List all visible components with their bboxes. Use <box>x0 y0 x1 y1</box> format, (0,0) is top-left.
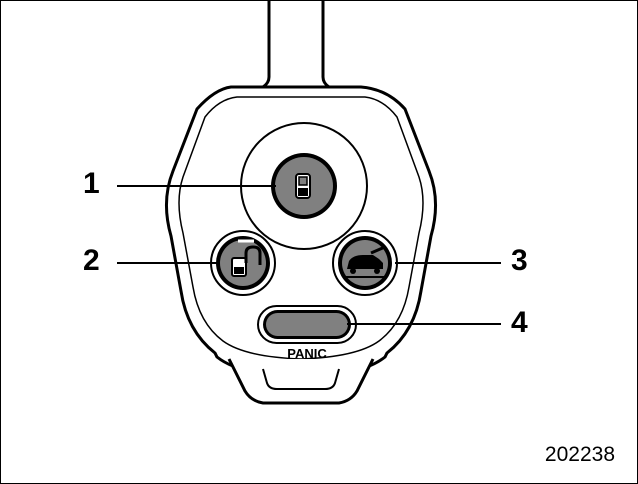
unlock-button[interactable] <box>210 230 276 296</box>
lock-icon <box>295 173 311 199</box>
panic-label: PANIC <box>287 346 327 361</box>
fob-inner-shell <box>178 96 424 360</box>
key-blade <box>262 1 330 89</box>
unlock-icon <box>231 239 262 277</box>
figure-id: 202238 <box>544 443 615 466</box>
callout-2: 2 <box>83 244 100 277</box>
trunk-icon <box>344 245 386 278</box>
lock-button[interactable] <box>271 153 337 219</box>
key-ring-loop <box>227 358 375 405</box>
callout-1: 1 <box>83 167 100 200</box>
callout-leaders <box>117 185 501 325</box>
panic-button[interactable] <box>257 305 357 344</box>
trunk-button[interactable] <box>332 230 398 296</box>
callout-3: 3 <box>511 244 528 277</box>
callout-4: 4 <box>511 306 528 339</box>
